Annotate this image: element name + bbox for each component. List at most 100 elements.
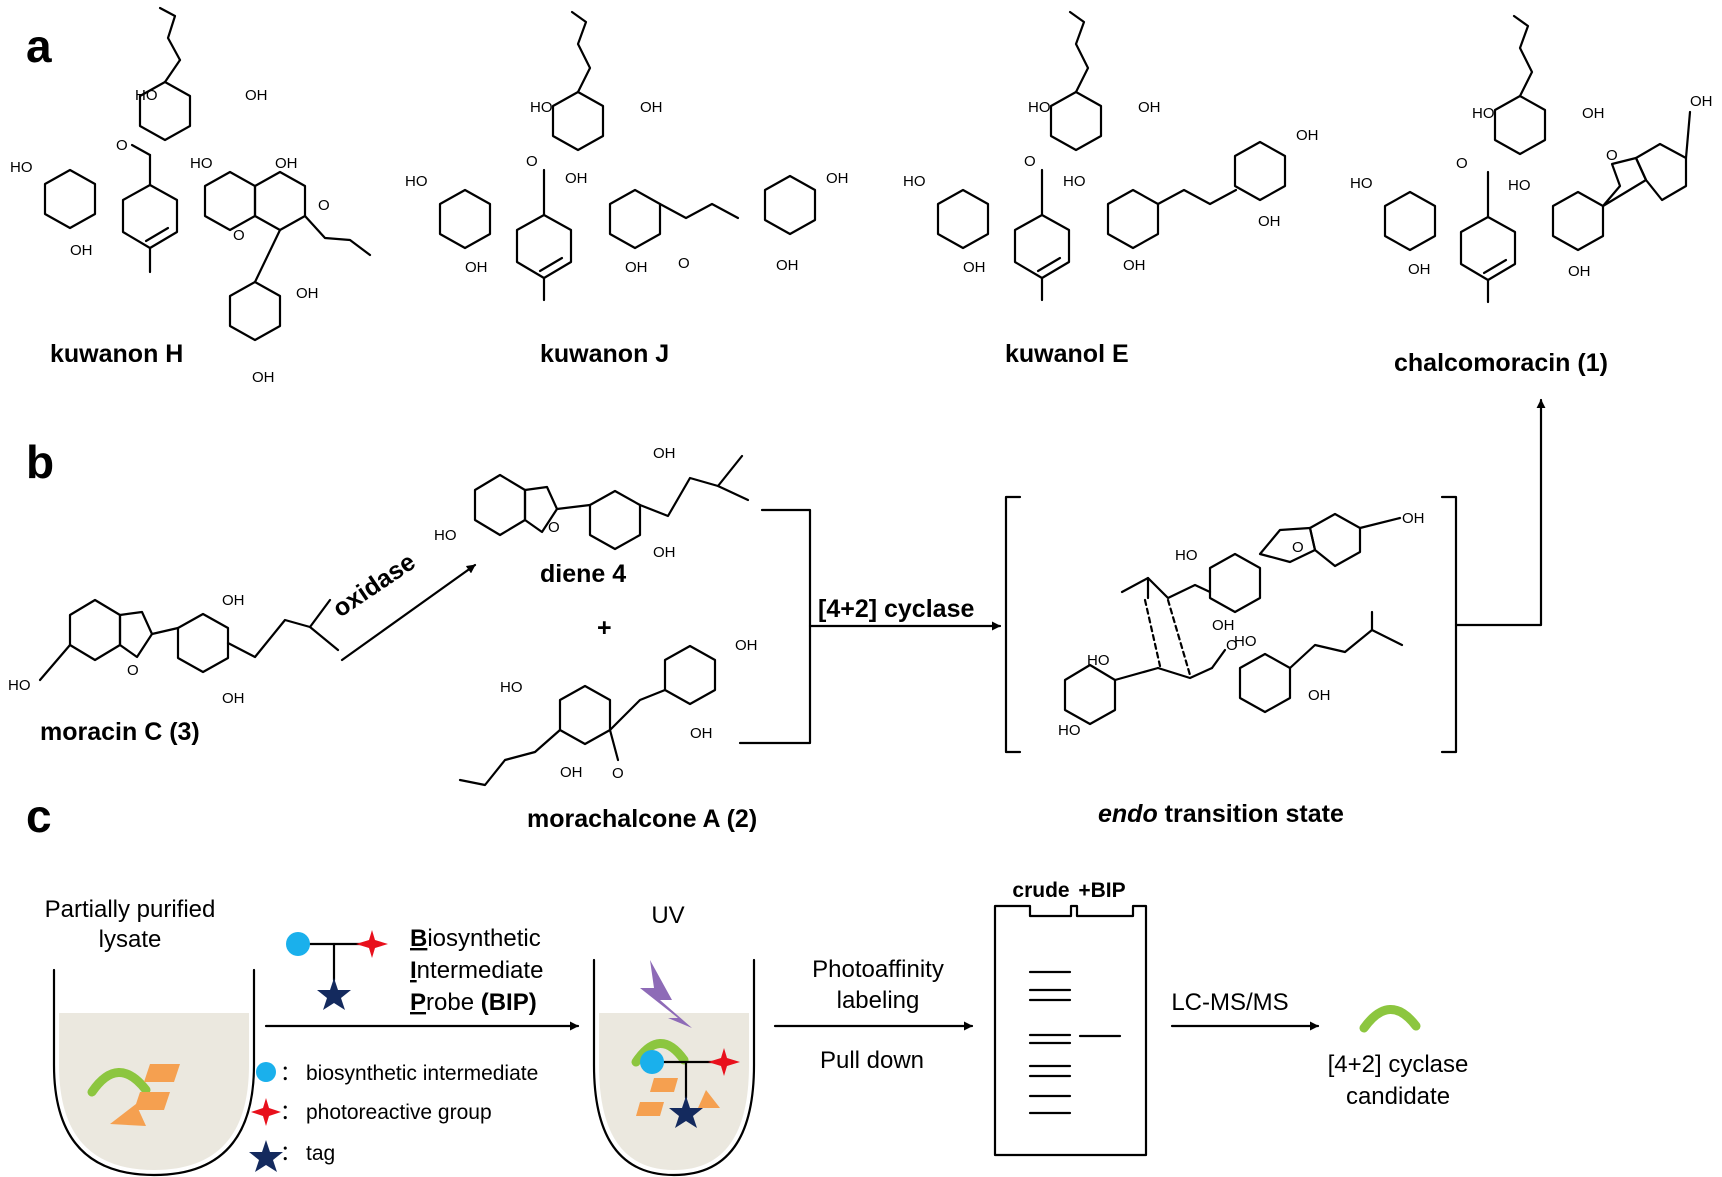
structure-kuwanon-j: O HO OH HO OH OH OH O OH OH [405,10,849,302]
prenyl-tail [1512,14,1534,98]
ts-forming-bond-1 [1143,598,1162,668]
structure-morachalcone-a: HO OH O OH OH [458,637,758,787]
photoreactive-star-icon [708,1048,740,1076]
chromone-a-ring [203,170,257,232]
legend-photoreactive-label: photoreactive group [306,1101,492,1124]
legend-photoreactive-icon [251,1098,281,1126]
bip-line-1: Biosynthetic [410,925,541,952]
compound-name-diene-4: diene 4 [540,560,626,588]
tag-star-icon [317,978,351,1010]
atom-ho: HO [190,155,213,172]
aryl-ring-left [558,684,612,746]
protein-2 [134,1092,170,1110]
tube-outline [592,958,756,1177]
atom-ho: HO [10,159,33,176]
product-arrow [1454,398,1546,627]
atom-oh: OH [296,285,319,302]
atom-oh: OH [1568,263,1591,280]
atom-oh: OH [963,259,986,276]
atom-oh: OH [1258,213,1281,230]
aryl-ring-middle [1551,190,1605,252]
ts-label: endo transition state [1098,800,1344,828]
uv-label: UV [651,902,684,929]
atom-o: O [1456,155,1468,172]
tube-outline [52,968,256,1177]
oxidase-label: oxidase [328,548,421,623]
intermediate-circle-icon [640,1050,664,1074]
aryl-ring-middle [608,188,662,250]
intermediate-circle-icon [286,932,310,956]
aryl-ring-top [1493,94,1547,156]
atom-oh: OH [1212,617,1235,634]
atom-oh: OH [653,445,676,462]
atom-oh: OH [70,242,93,259]
chromone-c-ring [253,170,307,232]
panel-label-b: b [26,436,54,488]
ts-forming-bond-2 [1166,598,1192,677]
ts-link [1113,666,1160,682]
atom-ho: HO [1087,652,1110,669]
atom-oh: OH [222,592,245,609]
ts-prenyl [1288,628,1404,670]
structure-kuwanon-h: O HO OH HO OH HO OH O O OH OH [10,6,372,386]
diene-chain [638,454,744,518]
atom-o: O [1226,637,1238,654]
dienophile-chain [608,688,667,732]
ring-double-bond [1036,256,1062,273]
legend-intermediate-icon [256,1062,276,1082]
gel-lane-label-crude: crude [1012,879,1069,902]
atom-ho: HO [405,173,428,190]
compound-name-kuwanon-h: kuwanon H [50,340,183,368]
atom-ho: HO [1028,99,1051,116]
ring-double-bond [538,256,564,273]
compound-name-moracin-c: moracin C (3) [40,718,200,746]
legend-tag-label: tag [306,1142,335,1165]
atom-ho: HO [1508,177,1531,194]
carbonyl-c-o [130,143,152,157]
atom-o: O [318,197,330,214]
structure-moracin-c: O HO OH OH [8,592,340,707]
atom-o: O [678,255,690,272]
aryl-ring-bottom [228,280,282,342]
atom-o: O [526,153,538,170]
diene-terminus [716,484,750,502]
enzyme-shape [87,1068,151,1097]
bip-line-2: Intermediate [410,957,543,984]
atom-oh: OH [1138,99,1161,116]
ho-bond [38,643,72,682]
benzofuran-benzene [1634,142,1688,202]
atom-o: O [1292,539,1304,556]
panel-label-c: c [26,790,52,842]
aryl-ring-left [936,188,990,250]
ts-bracket-right [1440,495,1458,754]
biaryl-bond [555,503,592,511]
legend: ： biosynthetic intermediate ： photoreact… [249,1062,538,1172]
atom-oh: OH [1582,105,1605,122]
atom-ho: HO [1175,547,1198,564]
oxidase-arrow [340,563,477,662]
atom-oh: OH [252,369,275,386]
cyclohexene-ring [515,213,573,280]
atom-o: O [1606,147,1618,164]
uv-tube [592,958,756,1177]
aryl-ring-middle [1106,188,1160,250]
panel-label-a: a [26,20,52,72]
prenyl-chain [458,728,562,787]
atom-ho: HO [8,677,31,694]
legend-sep: ： [280,1142,301,1165]
benzofuran-furan [1601,156,1648,208]
cyclohexene-ring [1013,213,1071,280]
aryl-ring-top [138,80,192,142]
atom-ho: HO [1350,175,1373,192]
cyclohexene-ring [121,183,179,250]
atom-o: O [1024,153,1036,170]
protein-2 [636,1102,664,1116]
prenyl-tail [158,6,182,62]
compound-name-kuwanon-j: kuwanon J [540,340,669,368]
legend-sep: ： [280,1101,301,1124]
compound-name-morachalcone-a: morachalcone A (2) [527,805,757,833]
furan-ring [523,485,559,534]
structure-chalcomoracin: O HO OH HO OH HO OH O OH [1350,14,1713,304]
enzyme-shape [631,1039,689,1067]
